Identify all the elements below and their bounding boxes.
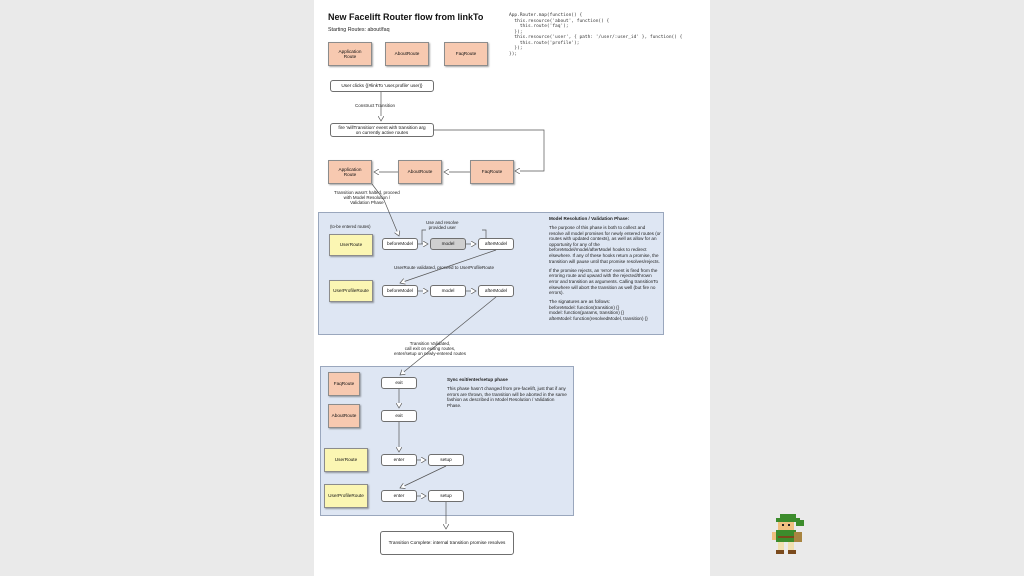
slide-subtitle: Starting Routes: about/faq [328, 27, 390, 33]
arrow-to-profile-enter [400, 465, 447, 488]
user-enter: enter [381, 454, 417, 466]
user-model: model [430, 238, 466, 250]
start-faq-route: FaqRoute [444, 42, 488, 66]
model-phase-heading: Model Resolution / Validation Phase: [549, 216, 630, 221]
flow-connectors [371, 92, 545, 576]
arrow-to-user-before-model [371, 183, 399, 236]
model-phase-paragraph-3: The signatures are as follows: beforeMod… [549, 299, 648, 321]
exit-about-route: AboutRoute [328, 404, 360, 428]
transition-not-halted-label: Transition wasn't halted, proceed with M… [334, 190, 400, 206]
user-before-model: beforeModel [382, 238, 418, 250]
exit-faq-route: FaqRoute [328, 372, 360, 396]
active-about-route: AboutRoute [398, 160, 442, 184]
router-map-code: App.Router.map(function() { this.resourc… [509, 13, 683, 57]
profile-model: model [430, 285, 466, 297]
slide-title: New Facelift Router flow from linkTo [328, 12, 484, 22]
construct-transition-label: Construct Transition [355, 103, 396, 108]
arrow-to-profile-before-model [400, 249, 497, 283]
to-be-entered-label: (to-be entered routes) [330, 224, 371, 229]
fire-will-transition: fire 'willTransition' event with transit… [330, 123, 434, 137]
faq-exit: exit [381, 377, 417, 389]
arrow-to-active-faq [434, 129, 545, 171]
profile-enter: enter [381, 490, 417, 502]
bracket-use-resolve-left [421, 229, 426, 244]
enter-user-profile-route: UserProfileRoute [324, 484, 368, 508]
slide: New Facelift Router flow from linkTo Sta… [314, 0, 710, 576]
use-and-resolve-label: Use and resolve provided user [426, 220, 459, 231]
profile-setup: setup [428, 490, 464, 502]
sync-phase-note: Sync exit/enter/setup phase This phase h… [447, 377, 567, 412]
user-setup: setup [428, 454, 464, 466]
about-exit: exit [381, 410, 417, 422]
profile-before-model: beforeModel [382, 285, 418, 297]
transition-validated-label: Transition Validated, call exit on exiti… [394, 341, 467, 357]
transition-complete: Transition Complete: internal transition… [380, 531, 514, 555]
active-faq-route: FaqRoute [470, 160, 514, 184]
model-user-route: UserRoute [329, 234, 373, 256]
active-application-route: Application Route [328, 160, 372, 184]
profile-after-model: afterModel [478, 285, 514, 297]
model-phase-note: Model Resolution / Validation Phase: The… [549, 216, 661, 325]
user-after-model: afterModel [478, 238, 514, 250]
user-clicks-linkto: User clicks {{#linkTo 'user.profile' use… [330, 80, 434, 92]
arrow-to-faq-exit [400, 296, 497, 375]
start-about-route: AboutRoute [385, 42, 429, 66]
bracket-use-resolve-right [482, 229, 487, 238]
model-phase-paragraph-1: The purpose of this phase is both to col… [549, 225, 661, 264]
model-user-profile-route: UserProfileRoute [329, 280, 373, 302]
link-sprite-icon [772, 514, 804, 554]
model-resolution-panel [318, 212, 664, 335]
enter-user-route: UserRoute [324, 448, 368, 472]
model-phase-paragraph-2: If the promise rejects, an 'error' event… [549, 267, 659, 296]
start-application-route: Application Route [328, 42, 372, 66]
sync-phase-paragraph: This phase hasn't changed from pre-facel… [447, 386, 567, 408]
sync-phase-heading: Sync exit/enter/setup phase [447, 377, 508, 382]
